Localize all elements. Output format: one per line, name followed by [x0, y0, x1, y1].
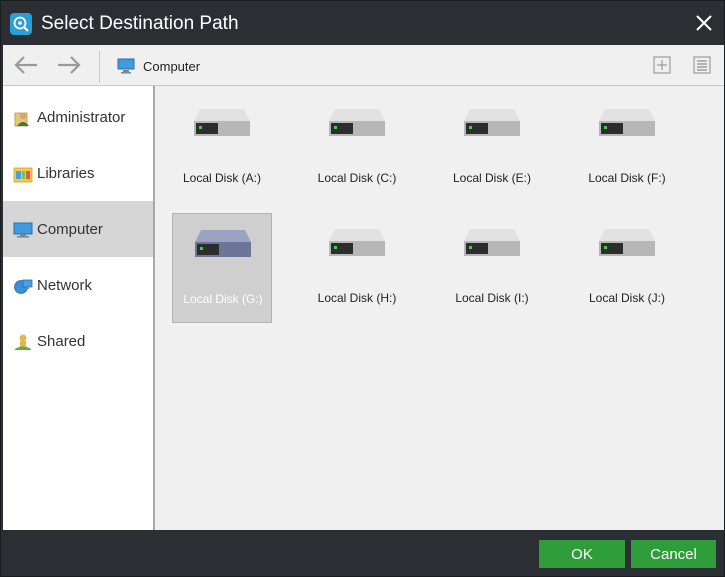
computer-icon	[117, 58, 135, 79]
disk-item-j[interactable]: Local Disk (J:)	[577, 213, 677, 323]
ok-button[interactable]: OK	[539, 540, 625, 568]
plus-box-icon	[653, 56, 671, 74]
disk-label: Local Disk (C:)	[317, 171, 397, 185]
list-view-icon	[693, 56, 711, 74]
sidebar-item-label: Computer	[37, 221, 103, 238]
shared-icon	[15, 334, 31, 350]
arrow-left-icon	[14, 56, 37, 74]
cancel-button[interactable]: Cancel	[631, 540, 716, 568]
back-button[interactable]	[11, 53, 41, 77]
hard-drive-icon	[329, 109, 385, 136]
hard-drive-icon	[329, 229, 385, 256]
view-options-button[interactable]	[693, 56, 711, 74]
disk-label: Local Disk (G:)	[183, 292, 263, 306]
dialog-footer: OK Cancel	[1, 531, 724, 576]
breadcrumb[interactable]: Computer	[143, 59, 201, 74]
disk-item-i[interactable]: Local Disk (I:)	[442, 213, 542, 323]
sidebar-item-administrator[interactable]: Administrator	[3, 89, 153, 145]
disk-item-e[interactable]: Local Disk (E:)	[442, 93, 542, 203]
sidebar-item-shared[interactable]: Shared	[3, 313, 153, 369]
toolbar: Computer	[3, 45, 724, 86]
computer-icon	[13, 222, 33, 238]
toolbar-divider	[99, 51, 100, 83]
close-icon	[696, 15, 712, 31]
network-icon	[14, 279, 33, 294]
hard-drive-icon	[464, 109, 520, 136]
new-folder-button[interactable]	[653, 56, 671, 74]
disk-label: Local Disk (A:)	[182, 171, 262, 185]
title-bar: Select Destination Path	[1, 1, 724, 45]
hard-drive-icon	[599, 229, 655, 256]
disk-item-h[interactable]: Local Disk (H:)	[307, 213, 407, 323]
sidebar-item-label: Administrator	[37, 109, 126, 126]
hard-drive-icon	[194, 109, 250, 136]
libraries-icon	[13, 167, 33, 183]
dialog-title: Select Destination Path	[41, 13, 239, 34]
disk-label: Local Disk (I:)	[455, 291, 529, 305]
close-button[interactable]	[692, 11, 716, 35]
disk-label: Local Disk (H:)	[317, 291, 397, 305]
sidebar-item-label: Libraries	[37, 165, 95, 182]
disk-item-f[interactable]: Local Disk (F:)	[577, 93, 677, 203]
arrow-right-icon	[58, 56, 81, 74]
sidebar: Administrator Libraries Computer	[3, 86, 155, 530]
disk-label: Local Disk (E:)	[452, 171, 532, 185]
disk-grid: Local Disk (A:) Local Disk (C:) Local Di…	[155, 86, 724, 530]
hard-drive-icon	[464, 229, 520, 256]
sidebar-item-computer[interactable]: Computer	[3, 201, 153, 257]
disk-item-c[interactable]: Local Disk (C:)	[307, 93, 407, 203]
hard-drive-icon	[195, 230, 251, 257]
disk-item-g[interactable]: Local Disk (G:)	[172, 213, 272, 323]
sidebar-item-label: Network	[37, 277, 93, 294]
app-logo-icon	[10, 13, 32, 35]
disk-label: Local Disk (F:)	[588, 171, 666, 185]
sidebar-item-libraries[interactable]: Libraries	[3, 145, 153, 201]
user-icon	[14, 112, 29, 127]
hard-drive-icon	[599, 109, 655, 136]
disk-label: Local Disk (J:)	[588, 291, 665, 305]
sidebar-item-label: Shared	[37, 333, 86, 350]
sidebar-item-network[interactable]: Network	[3, 257, 153, 313]
forward-button[interactable]	[54, 53, 84, 77]
disk-item-a[interactable]: Local Disk (A:)	[172, 93, 272, 203]
